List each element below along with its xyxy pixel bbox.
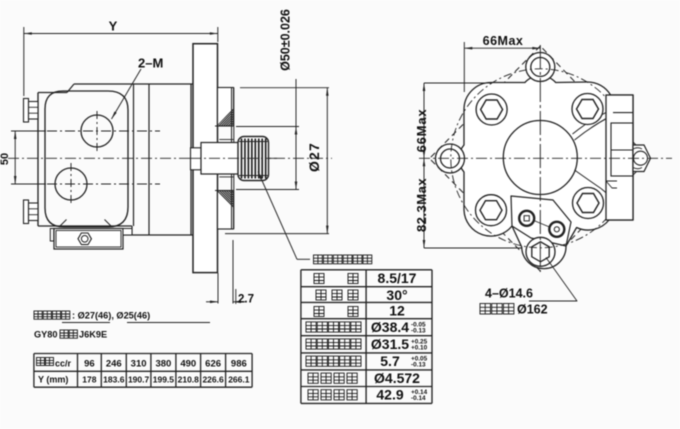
svg-text:2.7: 2.7 (238, 294, 254, 306)
svg-text:50: 50 (0, 153, 11, 165)
svg-text:96: 96 (84, 359, 95, 370)
svg-text:82.3Max: 82.3Max (414, 178, 429, 232)
svg-text:-0.13: -0.13 (411, 362, 426, 369)
svg-text:-0.13: -0.13 (411, 327, 426, 334)
svg-text:266.1: 266.1 (228, 375, 250, 385)
svg-text:226.6: 226.6 (202, 375, 224, 385)
svg-text:2–M: 2–M (138, 56, 163, 71)
svg-text:5.7: 5.7 (380, 353, 400, 369)
svg-text:+0.25: +0.25 (411, 338, 428, 345)
svg-text:490: 490 (180, 359, 196, 370)
svg-text:Ø50±0.026: Ø50±0.026 (279, 9, 293, 71)
svg-text:Ø38.4: Ø38.4 (371, 319, 409, 335)
svg-text:: Ø27(46), Ø25(46): : Ø27(46), Ø25(46) (72, 311, 150, 321)
svg-text:66Max: 66Max (414, 109, 429, 153)
svg-text:-0.05: -0.05 (411, 321, 426, 328)
svg-text:246: 246 (106, 359, 122, 370)
svg-text:178: 178 (82, 375, 96, 385)
svg-text:Y: Y (109, 19, 118, 34)
svg-text:4–Ø14.6: 4–Ø14.6 (485, 287, 533, 301)
svg-text:986: 986 (231, 359, 247, 370)
svg-text:380: 380 (155, 359, 171, 370)
svg-text:30°: 30° (386, 287, 407, 303)
svg-text:GY80: GY80 (34, 330, 58, 340)
svg-text:626: 626 (205, 359, 221, 370)
svg-text:Ø162: Ø162 (517, 303, 548, 317)
svg-text:Ø4.572: Ø4.572 (374, 370, 420, 386)
svg-text:cc/r: cc/r (55, 359, 72, 369)
svg-text:Ø31.5: Ø31.5 (371, 336, 409, 352)
svg-text:183.6: 183.6 (103, 375, 125, 385)
svg-text:+0.14: +0.14 (411, 389, 428, 396)
svg-text:8.5/17: 8.5/17 (378, 270, 417, 286)
svg-text:Y (mm): Y (mm) (38, 375, 68, 385)
svg-text:12: 12 (389, 303, 405, 319)
svg-text:199.5: 199.5 (153, 375, 175, 385)
svg-text:42.9: 42.9 (376, 387, 403, 403)
svg-text:J6K9E: J6K9E (79, 330, 107, 340)
svg-text:Ø27: Ø27 (306, 142, 322, 172)
svg-text:+0.05: +0.05 (411, 356, 428, 363)
svg-text:+0.10: +0.10 (411, 344, 428, 351)
svg-text:190.7: 190.7 (128, 375, 150, 385)
svg-text:66Max: 66Max (483, 34, 524, 48)
svg-text:210.8: 210.8 (178, 375, 200, 385)
svg-text:310: 310 (131, 359, 147, 370)
svg-text:-0.14: -0.14 (411, 395, 426, 402)
